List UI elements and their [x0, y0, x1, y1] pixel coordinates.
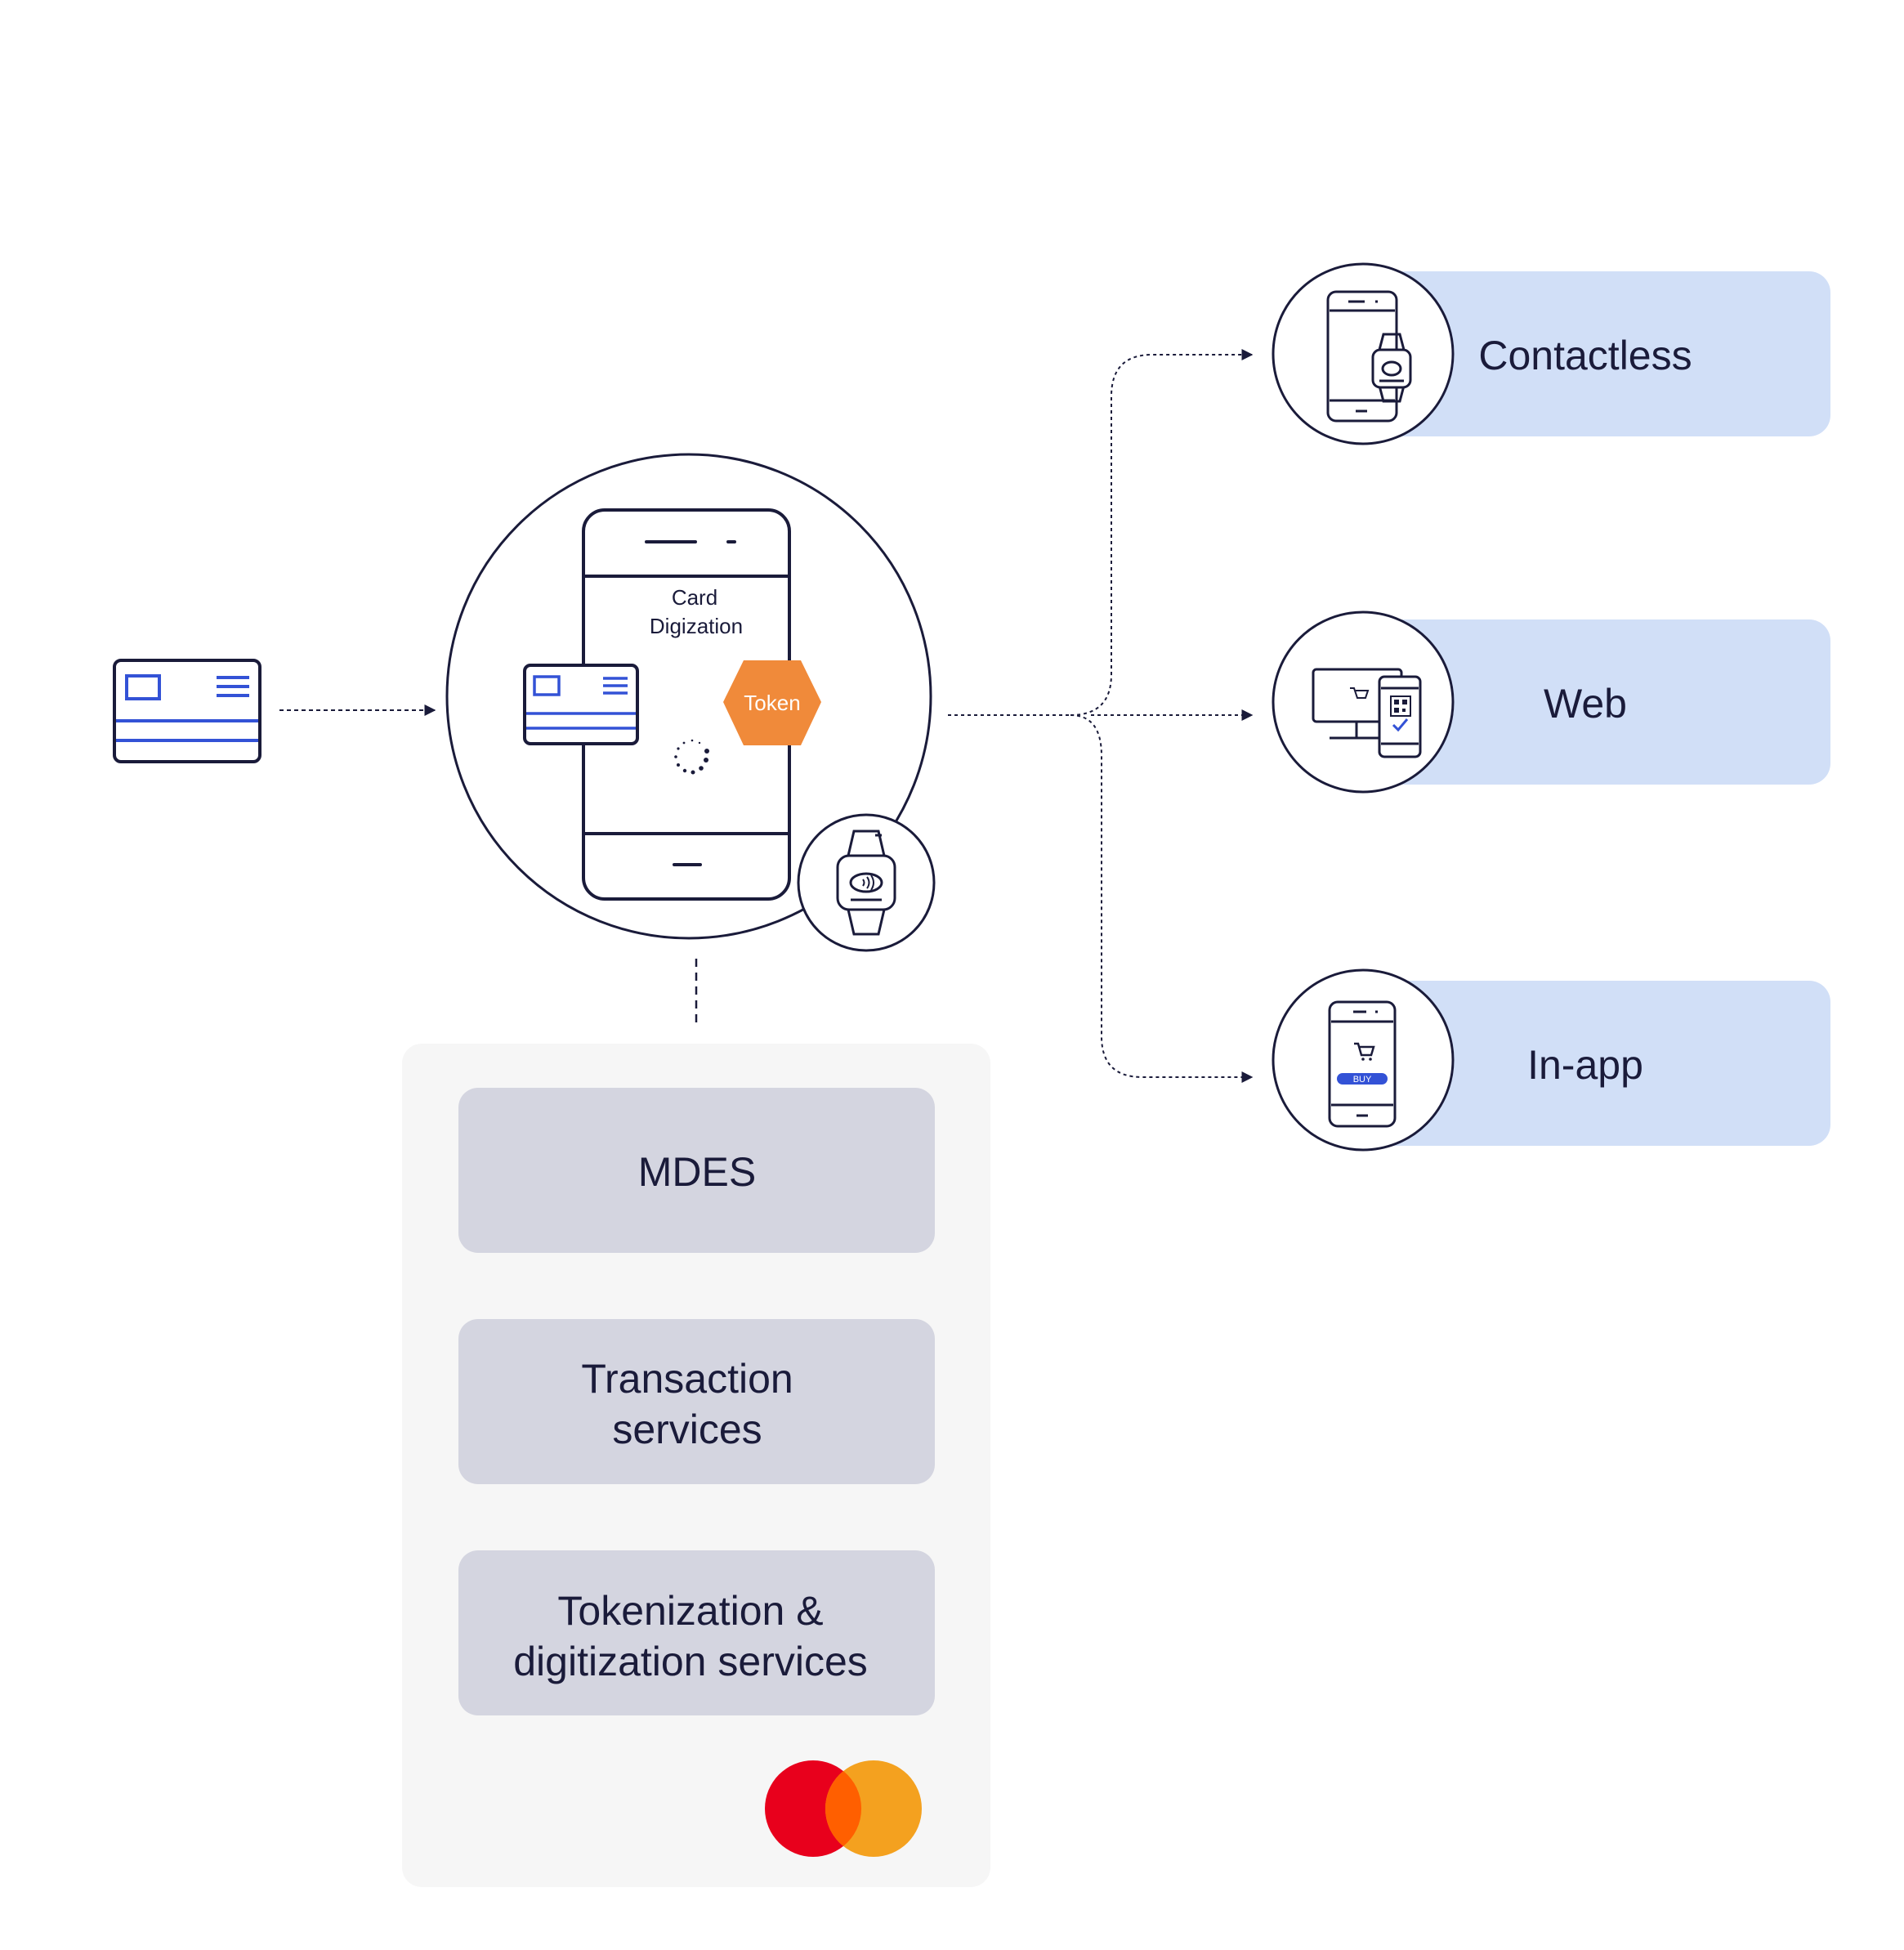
- phone-card-icon: [523, 664, 639, 745]
- service-label-line1: Transaction: [581, 1356, 793, 1402]
- buy-button-text: BUY: [1353, 1075, 1372, 1085]
- channel-in-app-bg: [1356, 981, 1830, 1146]
- channel-connectors: [948, 349, 1254, 1083]
- channel-contactless-bg: [1356, 271, 1830, 436]
- service-label-line2: services: [612, 1407, 762, 1452]
- mastercard-logo: [765, 1760, 922, 1857]
- channel-label: In-app: [1527, 1042, 1643, 1088]
- channel-contactless[interactable]: Contactless: [1272, 262, 1830, 445]
- spinner-icon: [674, 739, 709, 775]
- service-mdes: MDES: [458, 1088, 935, 1253]
- phone-title-line1: Card: [672, 585, 717, 610]
- desktop-and-qr-phone-icon: [1312, 668, 1422, 758]
- token-label: Token: [744, 691, 800, 715]
- watch-icon: [836, 830, 896, 936]
- phone-title-line2: Digization: [650, 614, 743, 638]
- service-label-line2: digitization services: [513, 1639, 868, 1684]
- channel-web-bg: [1356, 619, 1830, 785]
- service-tokenization: Tokenization & digitization services: [458, 1550, 935, 1715]
- channel-label: Web: [1544, 681, 1627, 727]
- service-transaction: Transaction services: [458, 1319, 935, 1484]
- channel-web[interactable]: Web: [1272, 610, 1830, 794]
- phone-and-watch-icon: [1326, 290, 1412, 423]
- service-label-line1: Tokenization &: [557, 1588, 823, 1634]
- credit-card-icon: [113, 659, 261, 763]
- token-badge: Token: [723, 660, 821, 745]
- service-label: MDES: [638, 1149, 756, 1195]
- phone-buy-cart-icon: [1328, 1000, 1397, 1128]
- channel-label: Contactless: [1478, 333, 1692, 378]
- channel-in-app[interactable]: BUY In-app: [1272, 968, 1830, 1152]
